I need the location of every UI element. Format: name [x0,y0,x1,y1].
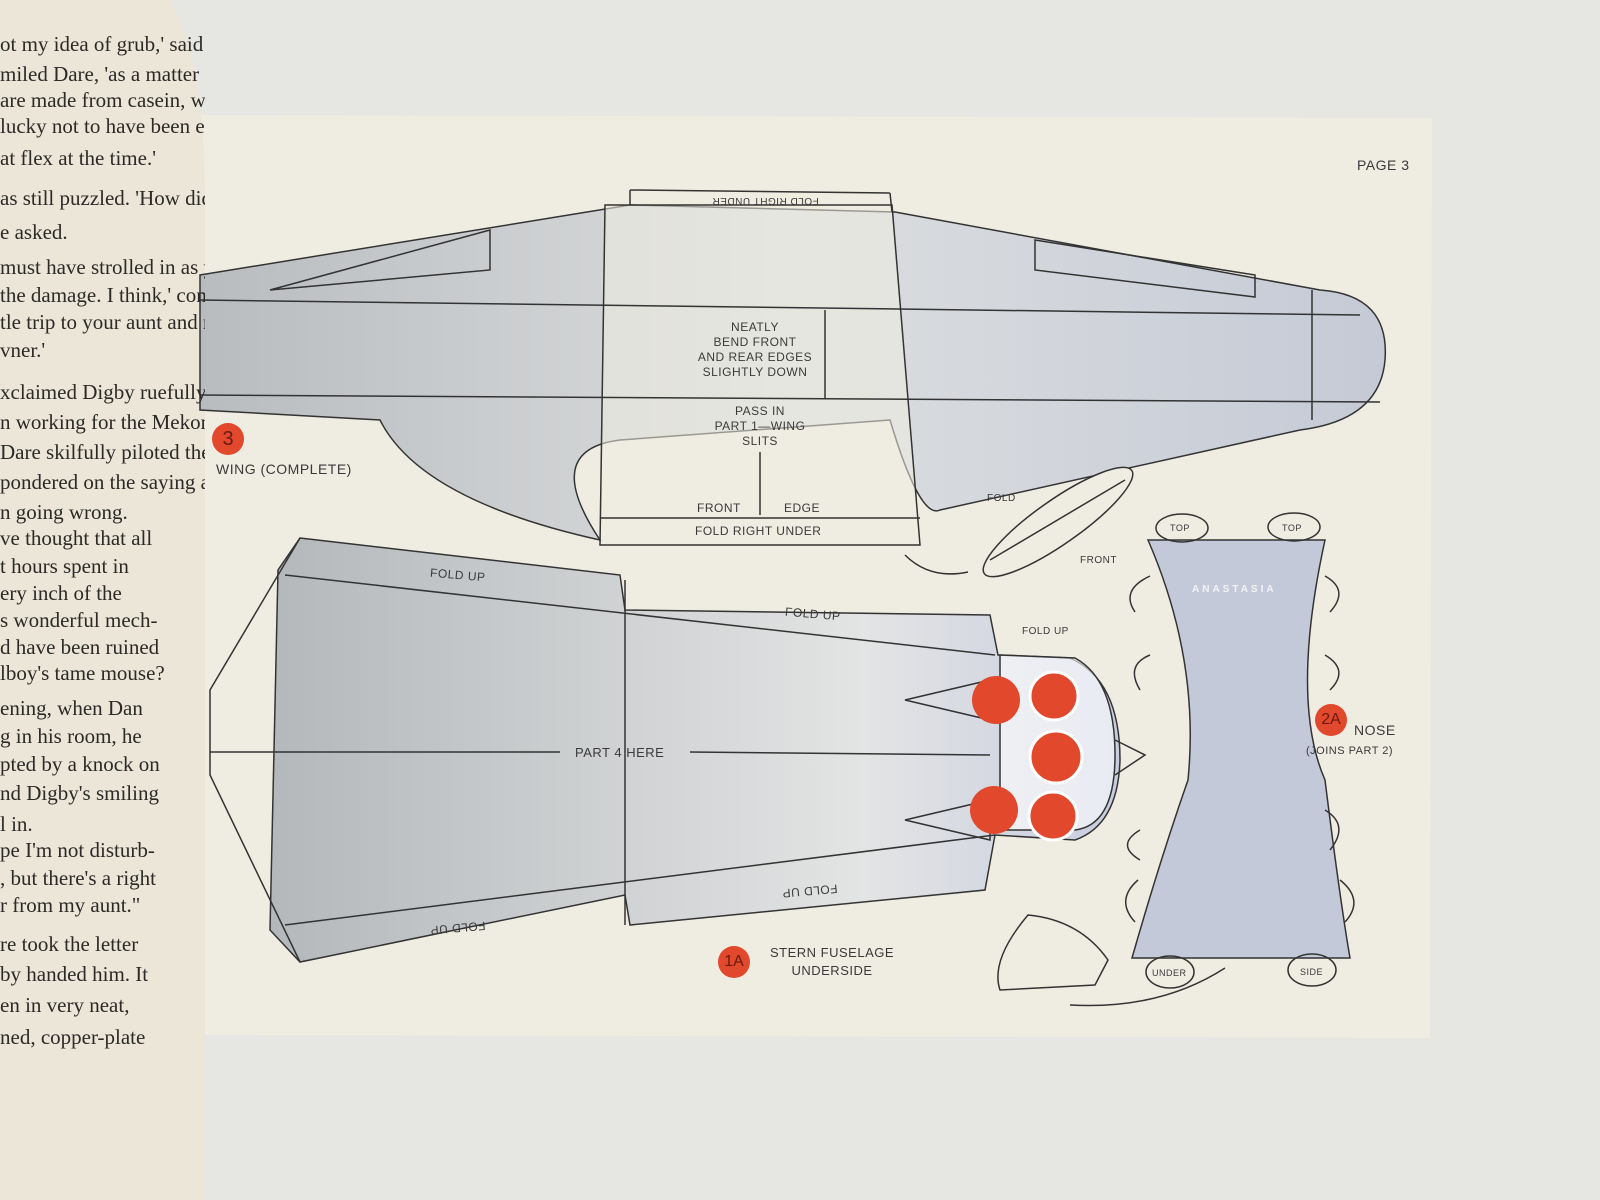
text-line: d have been ruined [0,635,160,659]
wing-edge-label: EDGE [784,501,821,515]
note-line: SLITS [742,434,778,448]
text-line: t hours spent in [0,554,129,578]
note-line: PASS IN [735,404,785,418]
text-line: lboy's tame mouse? [0,661,165,685]
text-line: l in. [0,812,33,836]
text-line: pondered on the saying about the best la… [0,470,205,494]
wing-front-label: FRONT [697,501,741,515]
left-page-text: ot my idea of grub,' said Digby, miled D… [0,0,206,1200]
text-line: as still puzzled. 'How did the little pe… [0,186,205,210]
text-line: s wonderful mech- [0,608,158,632]
stern-fuselage-part [209,537,1147,963]
text-line: n working for the Mekon.' [0,410,205,434]
note-line: BEND FRONT [713,335,797,349]
text-line: are made from casein, which is made from [0,88,205,112]
part4-label: PART 4 HERE [575,745,665,760]
wing-part [199,189,1387,546]
text-line: must have strolled in as you were lying … [0,255,205,279]
stern-part-badge: 1A [718,946,750,978]
page-number: PAGE 3 [1357,157,1410,173]
note-line: SLIGHTLY DOWN [702,365,808,379]
text-line: pe I'm not disturb- [0,838,155,862]
nose-subtitle: (JOINS PART 2) [1306,745,1394,757]
text-line: pted by a knock on [0,752,160,776]
text-line: ve thought that all [0,526,153,550]
nose-top-2: TOP [1282,523,1302,533]
inset-front-label: FRONT [1080,555,1117,566]
wing-title: WING (COMPLETE) [216,461,352,477]
nose-side-label: SIDE [1300,967,1324,977]
nose-under-label: UNDER [1152,968,1187,978]
text-line: Dare skilfully piloted the Anastasia tow… [0,440,205,464]
wing-part-badge: 3 [212,423,244,455]
wing-fold-top: FOLD RIGHT UNDER [712,195,819,206]
text-line: miled Dare, 'as a matter of fact it is m… [0,62,205,86]
engine-circles [970,670,1084,842]
text-line: xclaimed Digby ruefully, 'he couldn't ha… [0,380,205,404]
text-line: vner.' [0,338,46,362]
note-line: AND REAR EDGES [697,350,813,364]
text-line: ening, when Dan [0,696,143,720]
text-line: ot my idea of grub,' said Digby, [0,32,205,56]
stern-title: STERN FUSELAGE UNDERSIDE [770,944,894,980]
text-line: by handed him. It [0,962,149,986]
wing-fold-bottom: FOLD RIGHT UNDER [695,524,822,538]
nose-top-1: TOP [1170,523,1190,533]
text-line: at flex at the time.' [0,146,156,170]
wing-inset-sketch [904,466,1134,578]
stern-fold-up-small: FOLD UP [1022,626,1069,637]
text-line: tle trip to your aunt and return the lit… [0,310,205,334]
text-line: r from my aunt." [0,893,141,917]
text-line: n going wrong. [0,500,128,524]
nose-part-badge: 2A [1315,704,1347,736]
text-line: nd Digby's smiling [0,781,159,805]
title-line: UNDERSIDE [791,963,873,978]
nose-name: ANASTASIA [1192,584,1277,595]
wing-pass-note: PASS IN PART 1—WING SLITS [700,404,820,449]
text-line: re took the letter [0,932,139,956]
inset-fold-label: FOLD [987,493,1016,504]
text-line: ned, copper-plate [0,1025,146,1049]
nose-title: NOSE [1354,722,1396,738]
note-line: NEATLY [731,320,779,334]
text-line: lucky not to have been electrocuted, wit… [0,114,205,138]
text-line: ery inch of the [0,581,122,605]
text-line: , but there's a right [0,866,156,890]
left-page [0,0,205,1200]
title-line: STERN FUSELAGE [770,945,895,960]
wing-bend-note: NEATLY BEND FRONT AND REAR EDGES SLIGHTL… [690,320,820,380]
text-line: en in very neat, [0,993,130,1017]
nose-part [997,512,1355,1007]
text-line: e asked. [0,220,68,244]
text-line: g in his room, he [0,724,142,748]
text-line: the damage. I think,' continued Dare, 'a [0,283,205,307]
note-line: PART 1—WING [714,419,806,433]
